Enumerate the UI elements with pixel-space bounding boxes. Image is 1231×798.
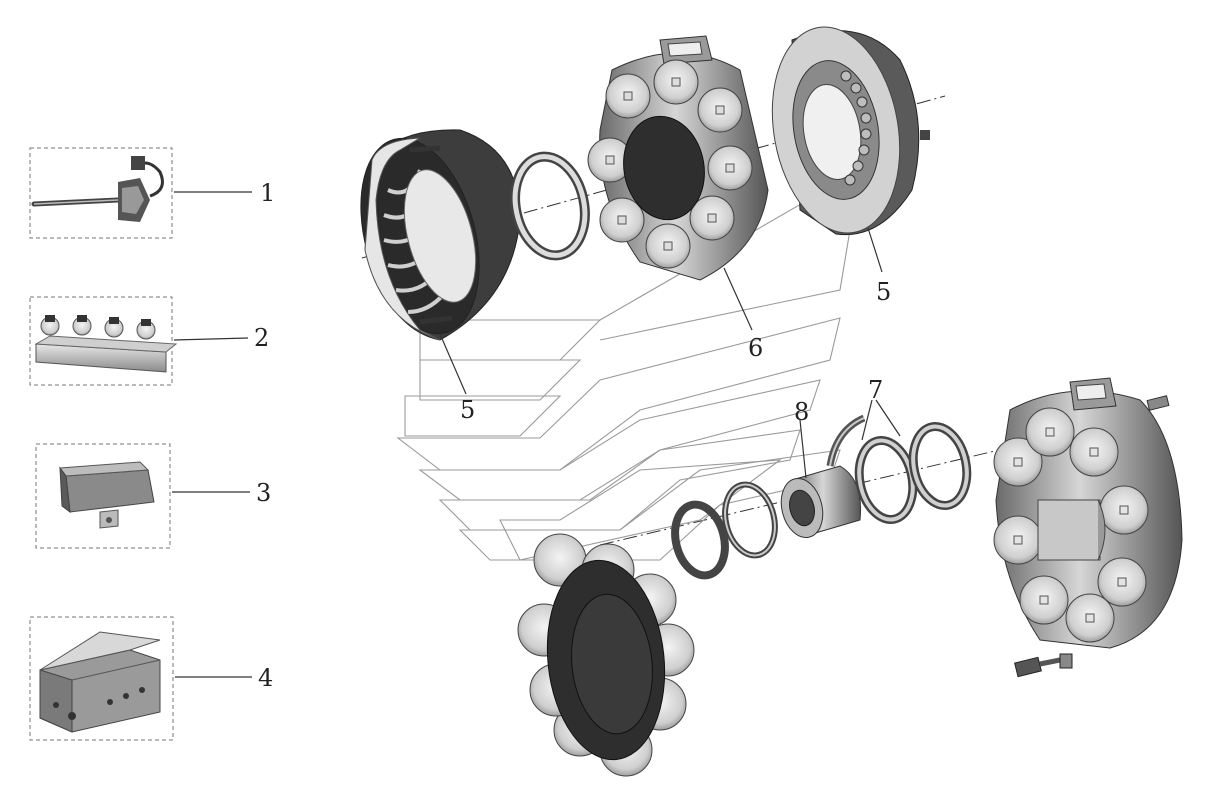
part-4-group: 4 [29,616,273,741]
callout-6: 6 [748,334,763,362]
part-3-group: 3 [35,443,271,549]
lower-hub [993,377,1183,649]
callout-6-group: 6 [723,267,763,362]
callout-5-shroud: 5 [460,396,475,424]
callout-7-group: 7 [861,376,901,441]
callout-8: 8 [794,398,809,426]
callout-2: 2 [254,324,269,352]
callout-4: 4 [258,664,273,692]
part-3-frame [35,443,171,549]
part-1-group: 1 [29,147,275,239]
part-3-control-module [59,461,155,529]
brake-disc [771,26,930,236]
wave-washer [671,500,729,580]
split-ring [510,151,590,261]
part-2-terminal-block [34,315,178,373]
fan-shroud [360,129,521,341]
callout-8-group: 8 [794,398,809,479]
part-4-frame [29,616,174,741]
callout-5-brake-disc: 5 [876,278,891,306]
callout-3: 3 [256,479,271,507]
callout-5-left-group: 5 [439,333,475,424]
callout-1: 1 [260,179,275,207]
callout-7: 7 [868,376,883,404]
upper-hub [587,35,769,281]
callout-5-right-group: 5 [867,227,891,306]
mounting-bolt [1014,395,1170,678]
part-4-junction-box [39,631,161,733]
part-1-frame [29,147,173,239]
lower-flange [517,533,695,777]
motor-unit [780,414,866,539]
part-2-frame [29,296,173,386]
part-1-sensor-cable [31,156,164,222]
part-2-group: 2 [29,296,269,386]
seal-rings [854,422,972,524]
thin-spacer [722,481,778,559]
